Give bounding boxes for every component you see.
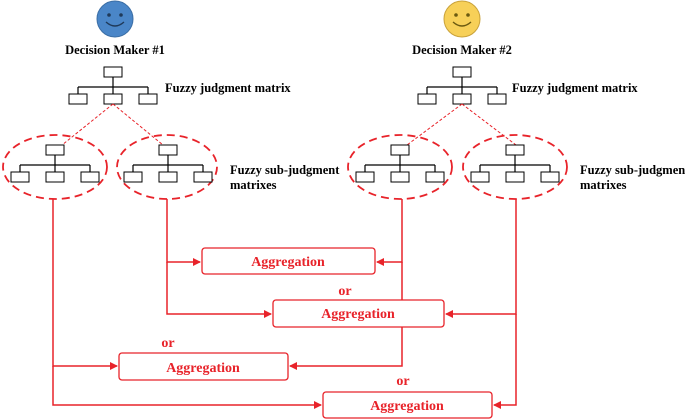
aggregation-label-1: Aggregation bbox=[251, 255, 325, 270]
fuzzy-sub-judgment-label-2b: matrixes bbox=[580, 178, 627, 192]
aggregation-box-3: Aggregation bbox=[118, 352, 289, 381]
aggregation-label-3: Aggregation bbox=[166, 361, 240, 376]
aggregation-box-4: Aggregation bbox=[322, 391, 493, 419]
fuzzy-sub-judgment-label-1b: matrixes bbox=[230, 178, 277, 192]
aggregation-box-2: Aggregation bbox=[272, 299, 445, 328]
fuzzy-judgment-matrix-label-1: Fuzzy judgment matrix bbox=[165, 81, 291, 95]
fuzzy-judgment-matrix-label-2: Fuzzy judgment matrix bbox=[512, 81, 638, 95]
smiley-face-icon bbox=[96, 0, 134, 38]
or-label-3: or bbox=[396, 374, 409, 389]
sub-judgment-group-1a bbox=[2, 134, 108, 200]
aggregation-box-1: Aggregation bbox=[201, 247, 376, 275]
aggregation-label-2: Aggregation bbox=[321, 307, 395, 322]
fuzzy-sub-judgment-label-1: Fuzzy sub-judgment bbox=[230, 163, 340, 177]
smiley-face-icon bbox=[443, 0, 481, 38]
decision-maker-2-label: Decision Maker #2 bbox=[412, 43, 512, 57]
decision-maker-1-label: Decision Maker #1 bbox=[65, 43, 165, 57]
decision-maker-2: Decision Maker #2 bbox=[412, 0, 512, 57]
aggregation-label-4: Aggregation bbox=[370, 399, 444, 414]
fuzzy-judgment-tree-1 bbox=[68, 66, 158, 105]
aggregation-connectors bbox=[52, 199, 517, 409]
fuzzy-judgment-tree-2 bbox=[417, 66, 507, 105]
sub-judgment-group-2a bbox=[347, 134, 453, 200]
fuzzy-sub-judgment-label-2: Fuzzy sub-judgment bbox=[580, 163, 685, 177]
sub-judgment-group-2b bbox=[462, 134, 568, 200]
or-label-1: or bbox=[338, 284, 351, 299]
sub-judgment-group-1b bbox=[116, 134, 218, 200]
dashed-connectors bbox=[61, 103, 517, 146]
decision-maker-1: Decision Maker #1 bbox=[65, 0, 165, 57]
or-label-2: or bbox=[161, 336, 174, 351]
